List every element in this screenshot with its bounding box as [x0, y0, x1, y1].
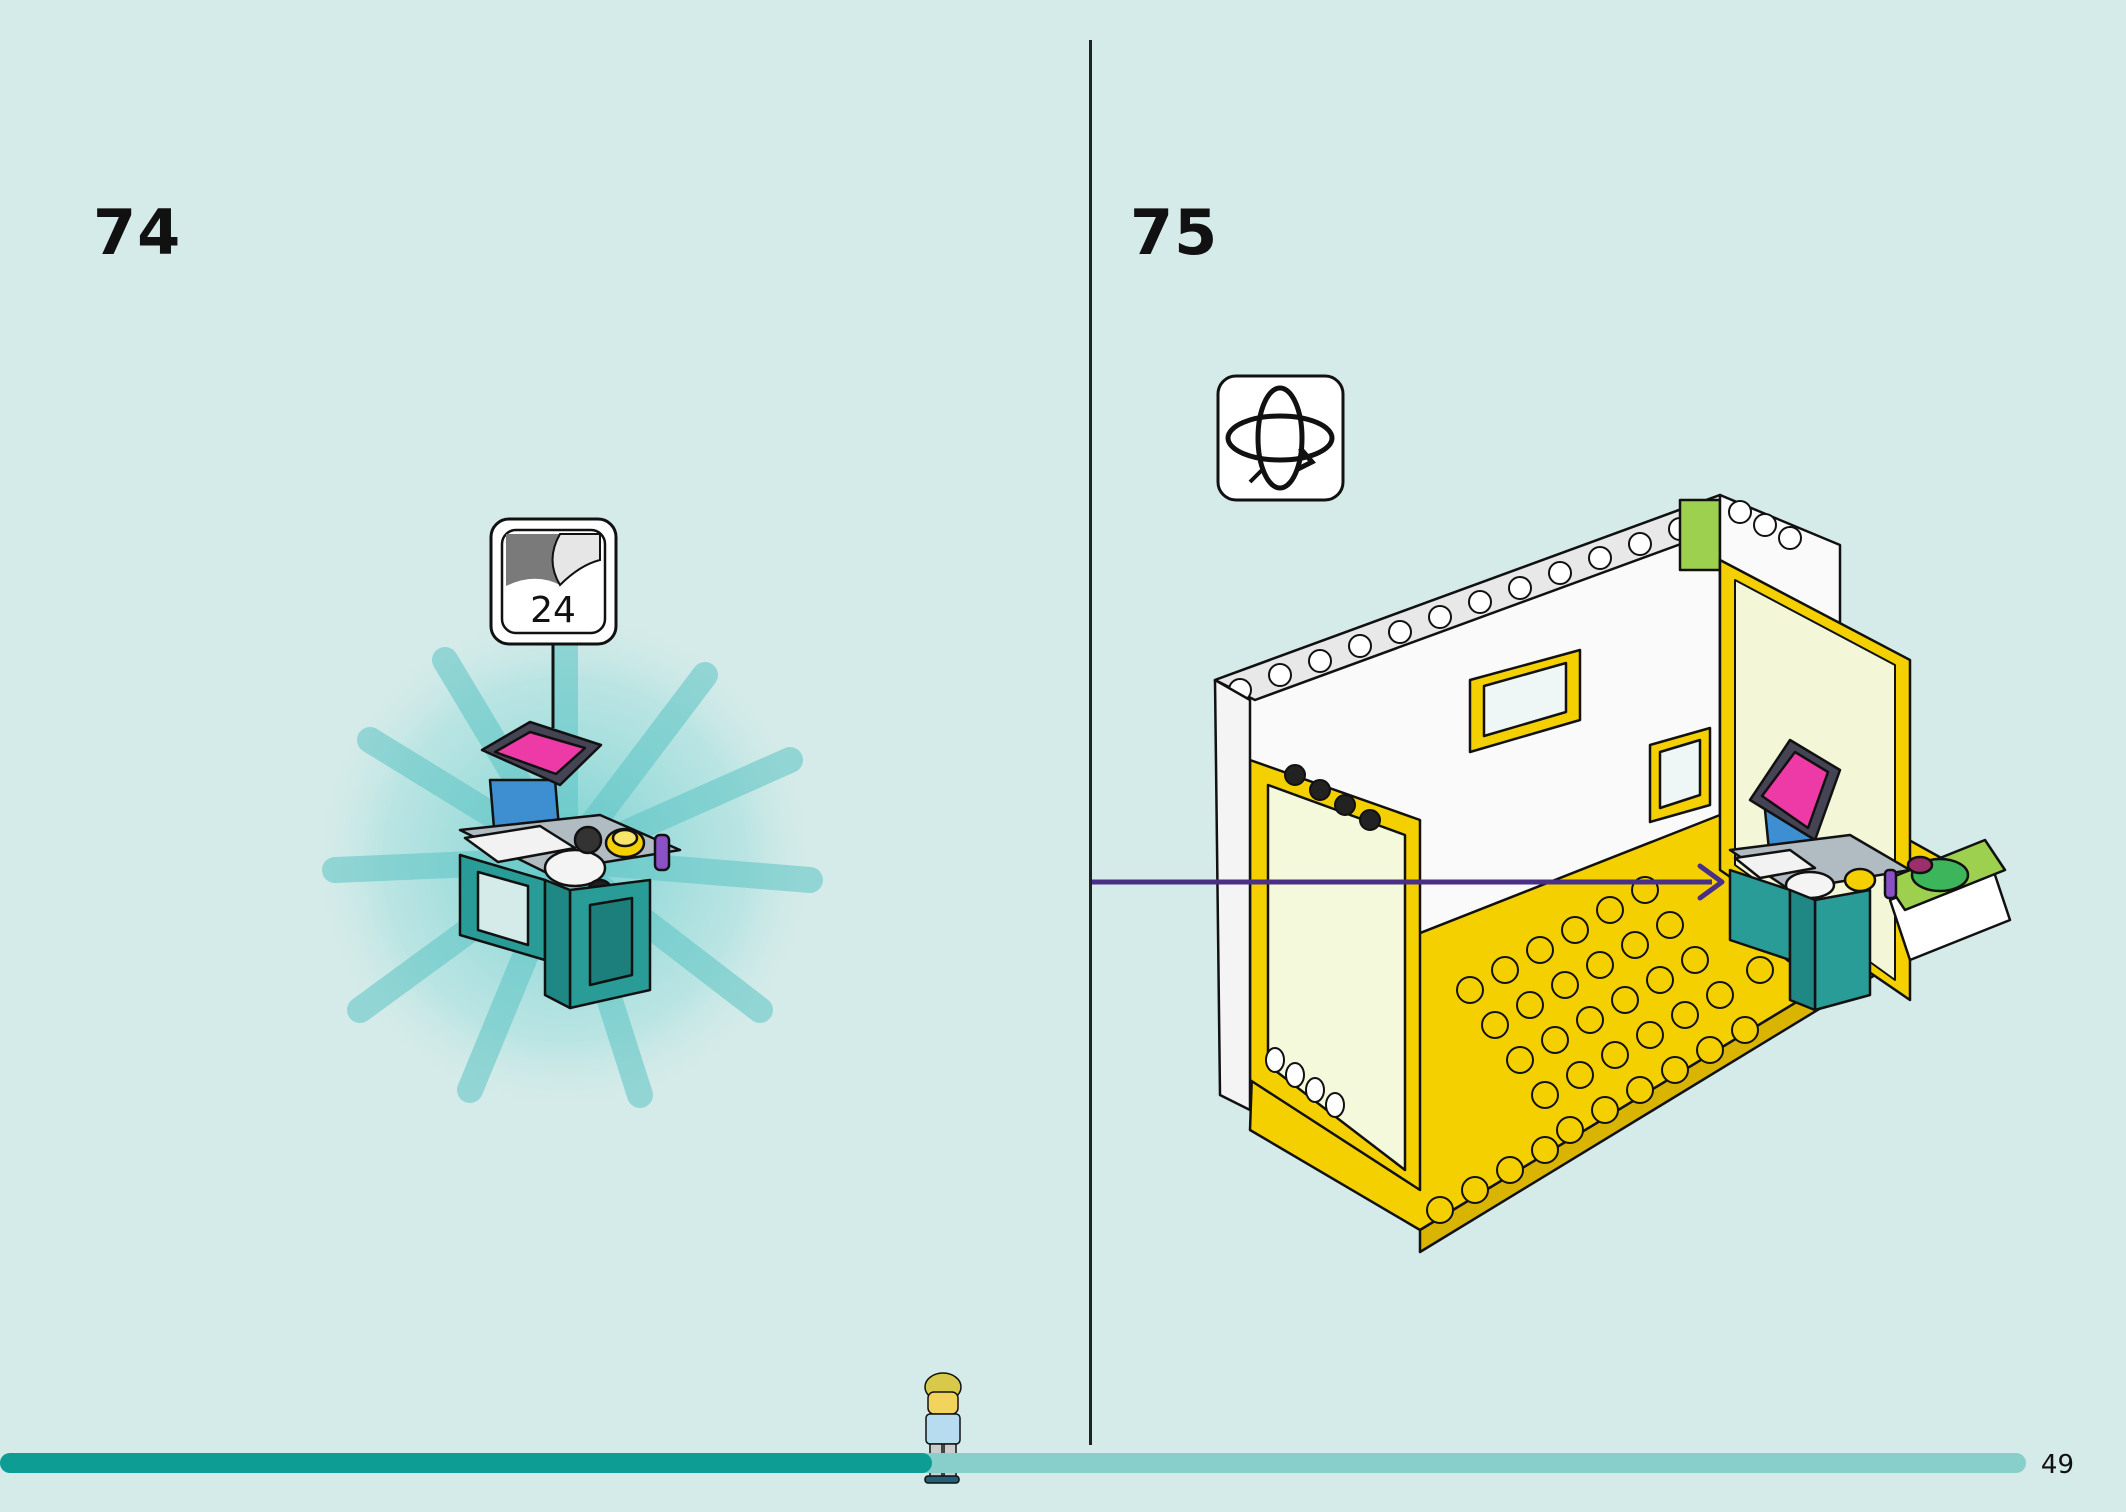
sticker-callout: 24 [489, 517, 618, 728]
page-number: 49 [2040, 1450, 2074, 1480]
room-model [1213, 493, 2012, 1254]
callout-count: 24 [530, 590, 576, 631]
progress-bar-fill [0, 1453, 932, 1473]
progress-bar [0, 1453, 2026, 1473]
desk-with-computer [458, 720, 682, 1010]
placement-arrow [1092, 863, 1725, 901]
rotate-model-icon [1225, 385, 1335, 491]
step-number-75: 75 [1130, 196, 1219, 269]
placed-desk [1728, 738, 1912, 1012]
rotate-model-callout [1216, 374, 1345, 502]
step-74-subassembly: 24 [305, 517, 825, 1120]
sticker-sheet-icon [506, 533, 601, 587]
page-divider [1089, 40, 1092, 1445]
step-number-74: 74 [93, 196, 182, 269]
